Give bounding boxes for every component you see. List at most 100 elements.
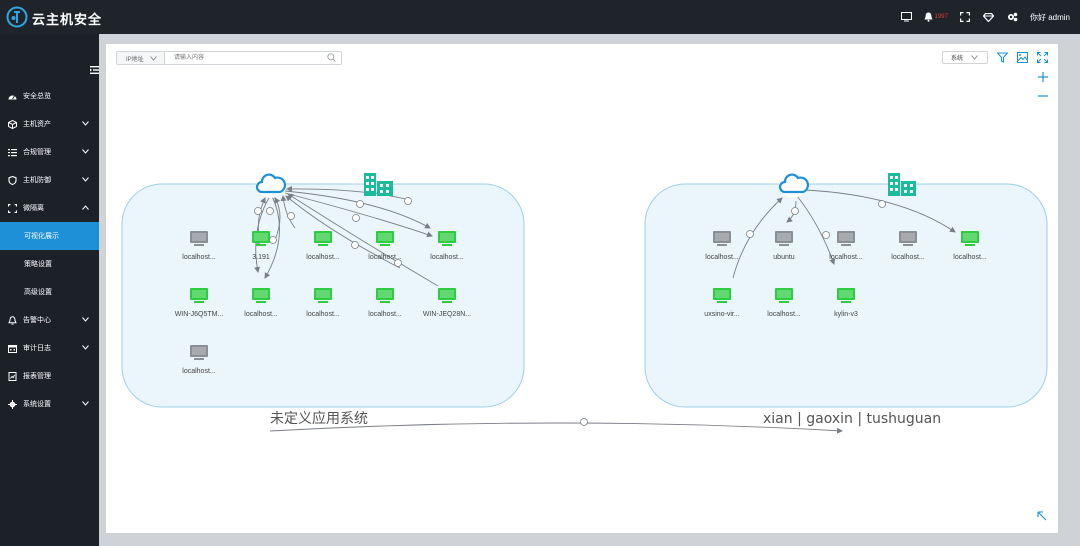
host-node[interactable]: localhost... xyxy=(829,231,863,261)
zoom-in-icon[interactable] xyxy=(1038,72,1048,82)
edge-layer xyxy=(254,185,956,434)
host-node[interactable]: localhost... xyxy=(182,231,216,261)
host-node[interactable]: uxsino-vir... xyxy=(704,288,740,318)
edge-inter-group xyxy=(269,422,843,434)
frame-icon xyxy=(8,203,17,213)
monitor-icon xyxy=(438,288,456,300)
chevron-up-icon xyxy=(82,205,89,210)
monitor-icon[interactable] xyxy=(900,10,914,24)
host-label: localhost... xyxy=(829,254,863,261)
sidebar-item-label: 告警中心 xyxy=(23,317,51,324)
menu-collapse-icon[interactable] xyxy=(90,66,100,74)
host-node[interactable]: localhost... xyxy=(767,288,801,318)
edge xyxy=(287,193,439,287)
fullscreen-icon[interactable] xyxy=(1037,52,1048,63)
monitor-icon xyxy=(376,231,394,243)
edge-marker xyxy=(404,197,412,205)
ip-filter-select[interactable]: IP地址 xyxy=(116,51,165,65)
host-node[interactable]: localhost... xyxy=(244,288,278,318)
host-nodes: localhost... 3.191 localhost... localhost..… xyxy=(175,231,987,375)
host-node[interactable]: localhost... xyxy=(182,345,216,375)
host-label: localhost... xyxy=(430,254,464,261)
host-node[interactable]: WIN-J6Q5TM... xyxy=(175,288,224,318)
gear-icon xyxy=(8,399,17,409)
edge-marker xyxy=(791,207,799,215)
edge-marker xyxy=(580,418,588,426)
sidebar-item-label: 高级设置 xyxy=(24,289,52,296)
filter-icon[interactable] xyxy=(997,52,1008,63)
host-node[interactable]: ubuntu xyxy=(773,231,795,261)
system-select-label: 系统 xyxy=(951,56,964,62)
chevron-down-icon xyxy=(82,121,89,126)
host-label: WIN-JEQ28N... xyxy=(423,311,471,318)
monitor-icon xyxy=(438,231,456,243)
building-icon[interactable] xyxy=(888,173,916,196)
sidebar-item-label: 审计日志 xyxy=(23,345,51,352)
host-node[interactable]: WIN-JEQ28N... xyxy=(423,288,471,318)
top-bar: 云主机安全 1997 你好 admin xyxy=(0,0,1080,34)
settings-icon[interactable] xyxy=(1006,10,1020,24)
host-node[interactable]: localhost... xyxy=(368,231,402,261)
group-label: xian | gaoxin | tushuguan xyxy=(763,411,941,427)
host-label: 3.191 xyxy=(252,254,270,261)
building-icon[interactable] xyxy=(364,173,393,196)
sidebar-item-overview[interactable]: 安全总览 xyxy=(0,82,99,110)
chevron-down-icon xyxy=(149,55,157,61)
sidebar-item-policy[interactable]: 策略设置 xyxy=(0,250,99,278)
dashboard-icon xyxy=(8,95,17,99)
host-node[interactable]: localhost... xyxy=(430,231,464,261)
edge-marker xyxy=(394,259,402,267)
sidebar-item-alerts[interactable]: 告警中心 xyxy=(0,306,99,334)
sidebar-item-advanced[interactable]: 高级设置 xyxy=(0,278,99,306)
fullscreen-icon[interactable] xyxy=(958,10,972,24)
edge xyxy=(280,195,296,229)
host-node[interactable]: 3.191 xyxy=(252,231,270,261)
host-node[interactable]: localhost... xyxy=(306,231,340,261)
cloud-icon[interactable] xyxy=(255,170,287,198)
host-label: ubuntu xyxy=(773,254,795,261)
alert-bell[interactable]: 1997 xyxy=(924,12,948,22)
cloud-icon[interactable] xyxy=(778,170,810,198)
sidebar: 安全总览 主机资产 合规管理 主机防御 微隔离 可视化展示 策略设置 xyxy=(0,34,100,546)
sidebar-item-settings[interactable]: 系统设置 xyxy=(0,390,99,418)
host-node[interactable]: kylin-v3 xyxy=(834,288,858,318)
system-select[interactable]: 系统 xyxy=(942,51,988,64)
sidebar-item-audit[interactable]: 审计日志 xyxy=(0,334,99,362)
host-node[interactable]: localhost... xyxy=(705,231,739,261)
edge xyxy=(286,185,411,201)
sidebar-item-label: 安全总览 xyxy=(23,93,51,100)
diamond-icon[interactable] xyxy=(982,10,996,24)
search-input[interactable] xyxy=(164,51,342,65)
chevron-down-icon xyxy=(971,55,978,60)
topology-canvas[interactable]: localhost... 3.191 localhost... localhost..… xyxy=(106,44,1058,533)
search-icon[interactable] xyxy=(327,53,336,62)
chevron-down-icon xyxy=(82,401,89,406)
host-node[interactable]: localhost... xyxy=(891,231,925,261)
edge xyxy=(264,195,280,279)
host-label: localhost... xyxy=(244,311,278,318)
sidebar-item-label: 合规管理 xyxy=(23,149,51,156)
host-node[interactable]: localhost... xyxy=(953,231,987,261)
monitor-icon xyxy=(252,288,270,300)
monitor-icon xyxy=(961,231,979,243)
edge xyxy=(284,190,431,229)
expand-corner-icon[interactable] xyxy=(1037,511,1047,521)
sidebar-item-compliance[interactable]: 合规管理 xyxy=(0,138,99,166)
edge-marker xyxy=(356,200,364,208)
sidebar-item-microsegmentation[interactable]: 微隔离 xyxy=(0,194,99,222)
list-icon xyxy=(8,148,17,156)
host-node[interactable]: localhost... xyxy=(306,288,340,318)
user-greeting[interactable]: 你好 admin xyxy=(1029,12,1070,22)
host-node[interactable]: localhost... xyxy=(368,288,402,318)
sidebar-item-reports[interactable]: 报表管理 xyxy=(0,362,99,390)
calendar-icon xyxy=(8,344,17,353)
sidebar-item-visualization[interactable]: 可视化展示 xyxy=(0,222,99,250)
ip-select-label: IP地址 xyxy=(126,56,144,63)
group-label: 未定义应用系统 xyxy=(270,410,368,427)
sidebar-item-defense[interactable]: 主机防御 xyxy=(0,166,99,194)
host-label: localhost... xyxy=(306,311,340,318)
host-label: localhost... xyxy=(368,254,402,261)
sidebar-item-assets[interactable]: 主机资产 xyxy=(0,110,99,138)
image-export-icon[interactable] xyxy=(1017,52,1028,63)
edge-marker xyxy=(269,236,277,244)
